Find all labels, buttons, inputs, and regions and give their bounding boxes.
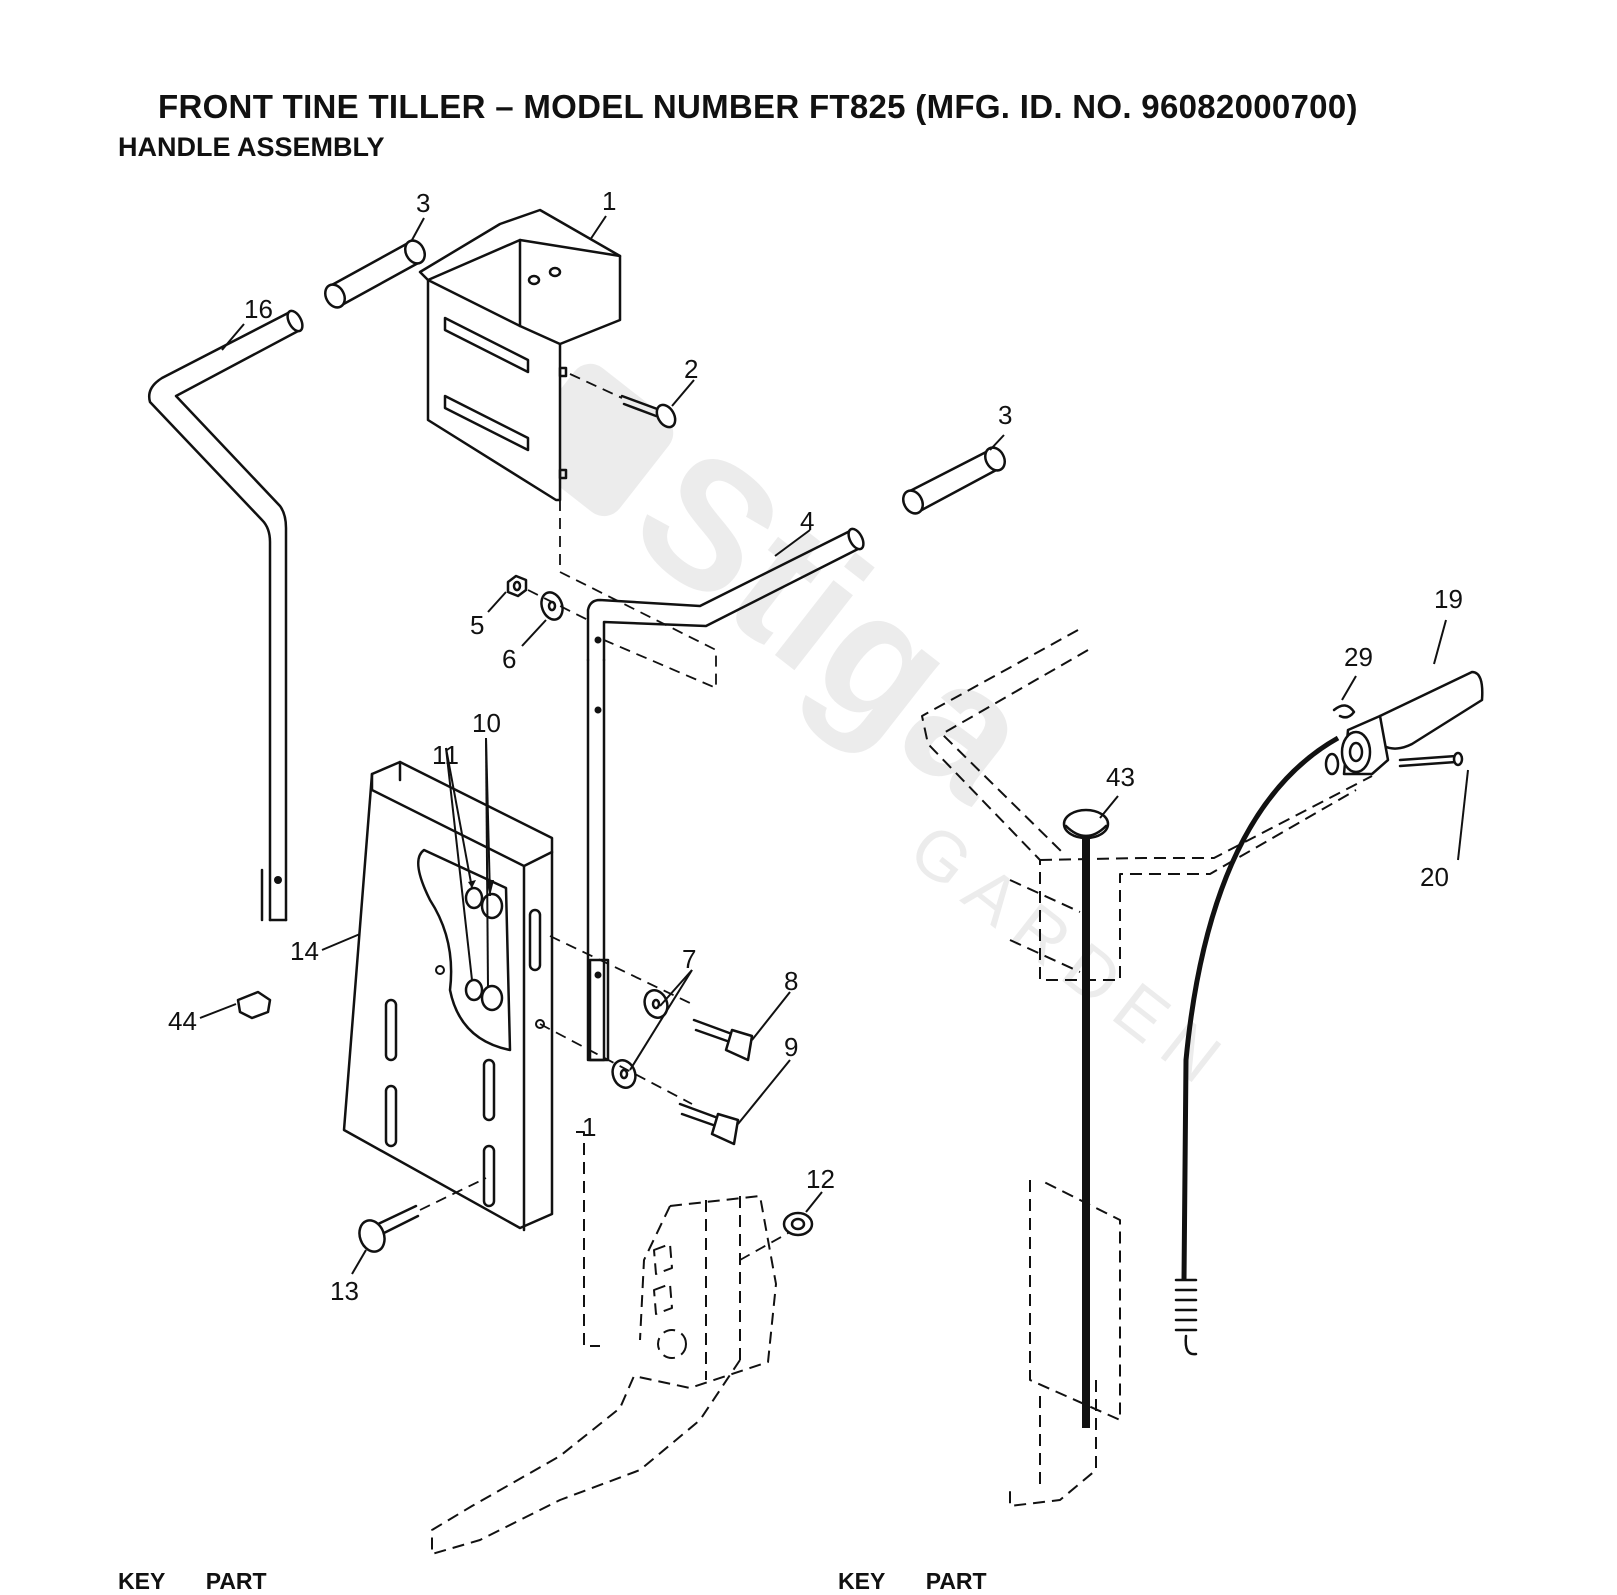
part-44-clip	[199, 990, 272, 1020]
callout-7: 7	[682, 944, 696, 974]
parts-10-11-fasteners	[445, 737, 504, 1012]
callout-13: 13	[330, 1276, 359, 1306]
footer-right-part: PART	[925, 1568, 987, 1594]
callout-20: 20	[1420, 862, 1449, 892]
footer-left-part: PART	[205, 1568, 267, 1594]
footer-right: KEY PART	[838, 1568, 1021, 1595]
part-1-control-box	[418, 208, 622, 502]
callout-19: 19	[1434, 584, 1463, 614]
callout-12: 12	[806, 1164, 835, 1194]
part-3-grip-right	[902, 434, 1006, 515]
svg-text:GARDEN: GARDEN	[896, 808, 1246, 1106]
callout-6: 6	[502, 644, 516, 674]
part-16-handle-tube	[148, 309, 304, 922]
part-13-carriage-bolt	[351, 1177, 487, 1275]
part-8-bolt	[692, 991, 791, 1062]
part-14-bracket	[321, 760, 554, 1232]
callout-1b: 1	[582, 1112, 596, 1142]
part-7-washers	[611, 969, 693, 1089]
callout-1: 1	[602, 186, 616, 216]
footer-right-key: KEY	[838, 1568, 886, 1594]
dashed-handle-right	[921, 629, 1373, 1507]
callout-5: 5	[470, 610, 484, 640]
part-43-shift-rod	[1062, 795, 1119, 1428]
callout-14: 14	[290, 936, 319, 966]
callout-43: 43	[1106, 762, 1135, 792]
part-2-bolt	[569, 373, 695, 429]
callout-29: 29	[1344, 642, 1373, 672]
callout-44: 44	[168, 1006, 197, 1036]
page-title: FRONT TINE TILLER – MODEL NUMBER FT825 (…	[158, 88, 1358, 125]
part-6-washer	[521, 591, 564, 647]
dashed-frame-left	[431, 1131, 791, 1555]
callout-9: 9	[784, 1032, 798, 1062]
part-19-cable-lever	[1174, 619, 1484, 1356]
callout-11: 11	[432, 740, 459, 770]
page-subtitle: HANDLE ASSEMBLY	[118, 132, 385, 162]
part-5-nut	[487, 574, 528, 613]
callout-8: 8	[784, 966, 798, 996]
footer-left: KEY PART	[118, 1568, 301, 1595]
footer-left-key: KEY	[118, 1568, 166, 1594]
part-9-bolt	[678, 1059, 791, 1146]
part-3-grip-top	[324, 239, 426, 309]
part-4-handle	[559, 500, 865, 1062]
part-12-nut	[782, 1191, 823, 1237]
callout-16: 16	[244, 294, 273, 324]
callout-2: 2	[684, 354, 698, 384]
part-20-pin	[1398, 751, 1469, 861]
callout-4: 4	[800, 506, 814, 536]
callout-3: 3	[416, 188, 430, 218]
callout-3b: 3	[998, 400, 1012, 430]
part-29-clip	[1324, 675, 1357, 776]
callout-10: 10	[472, 708, 501, 738]
